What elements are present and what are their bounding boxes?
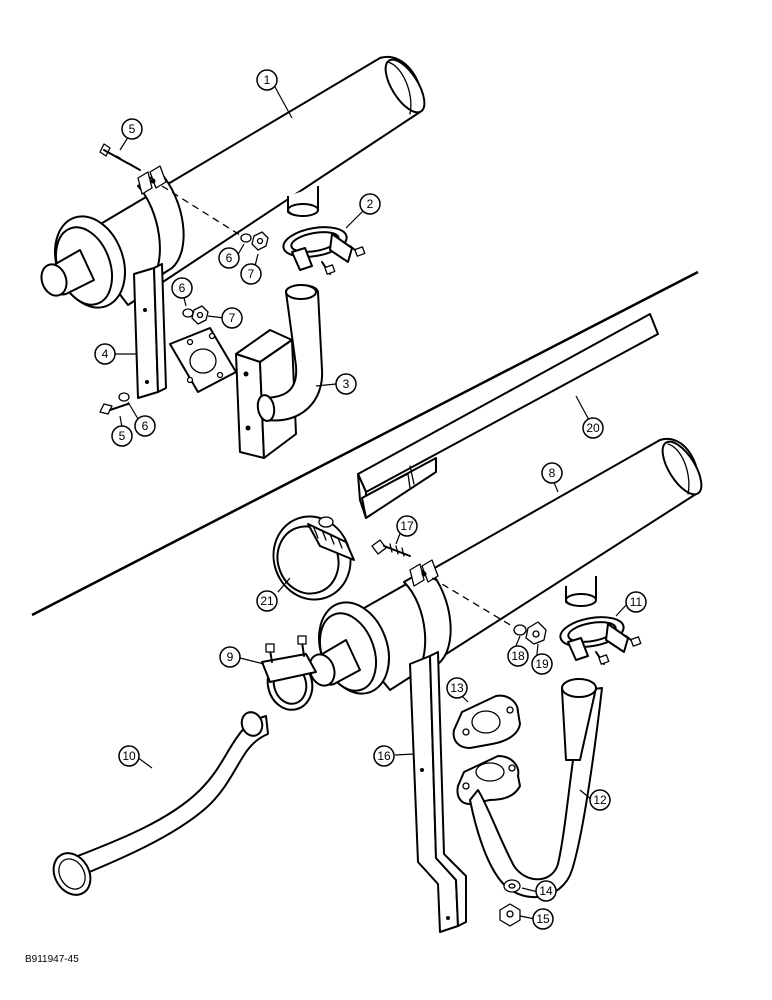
bolt-5-upper bbox=[99, 143, 141, 171]
bolt-5-lower bbox=[99, 403, 129, 415]
nut-7-mid bbox=[191, 305, 209, 325]
svg-text:8: 8 bbox=[549, 466, 556, 480]
callout-13: 13 bbox=[446, 677, 468, 699]
bracket-16 bbox=[409, 651, 467, 933]
callout-5-upper: 5 bbox=[121, 118, 143, 140]
upper-assembly bbox=[40, 55, 426, 459]
callout-6-mid: 6 bbox=[171, 277, 193, 299]
svg-text:5: 5 bbox=[129, 122, 136, 136]
svg-text:7: 7 bbox=[229, 311, 236, 325]
gasket-upper bbox=[169, 327, 237, 393]
callout-20: 20 bbox=[582, 417, 604, 439]
callout-4: 4 bbox=[94, 343, 116, 365]
svg-text:6: 6 bbox=[179, 281, 186, 295]
exhaust-pipe-12 bbox=[456, 678, 603, 899]
svg-text:3: 3 bbox=[343, 377, 350, 391]
section-divider-line bbox=[31, 270, 699, 617]
callout-9: 9 bbox=[219, 646, 241, 668]
callout-14: 14 bbox=[535, 880, 557, 902]
callout-19: 19 bbox=[531, 653, 553, 675]
washer-6-upper bbox=[240, 233, 252, 243]
callout-7-upper: 7 bbox=[240, 263, 262, 285]
bracket-4 bbox=[133, 263, 167, 399]
u-bolt-clamp-11 bbox=[559, 616, 642, 665]
callout-12: 12 bbox=[589, 789, 611, 811]
svg-text:15: 15 bbox=[536, 912, 550, 926]
callout-17: 17 bbox=[396, 515, 418, 537]
callouts: 1 2 3 4 5 5 6 6 6 7 7 8 9 10 11 12 13 14… bbox=[94, 69, 647, 930]
svg-text:19: 19 bbox=[535, 657, 549, 671]
hose-clamp-21 bbox=[272, 515, 355, 601]
washer-14 bbox=[503, 879, 521, 893]
svg-text:11: 11 bbox=[630, 595, 643, 609]
callout-6-lower: 6 bbox=[134, 415, 156, 437]
callout-15: 15 bbox=[532, 908, 554, 930]
svg-text:13: 13 bbox=[450, 681, 464, 695]
washer-6-mid bbox=[182, 308, 194, 318]
svg-text:5: 5 bbox=[119, 429, 126, 443]
svg-text:7: 7 bbox=[248, 267, 255, 281]
callout-11: 11 bbox=[625, 591, 647, 613]
svg-text:4: 4 bbox=[102, 347, 109, 361]
washer-6-lower bbox=[118, 392, 130, 402]
callout-21: 21 bbox=[256, 590, 278, 612]
svg-text:16: 16 bbox=[377, 749, 391, 763]
bolt-17 bbox=[371, 539, 411, 557]
callout-16: 16 bbox=[373, 745, 395, 767]
clamp-9 bbox=[261, 635, 317, 711]
callout-3: 3 bbox=[335, 373, 357, 395]
muffler-upper bbox=[40, 55, 426, 309]
svg-text:17: 17 bbox=[400, 519, 414, 533]
tailpipe-10 bbox=[52, 711, 269, 896]
gasket-13 bbox=[452, 694, 521, 749]
svg-text:1: 1 bbox=[264, 73, 271, 87]
svg-text:10: 10 bbox=[122, 749, 136, 763]
exhaust-elbow-3 bbox=[235, 284, 324, 459]
heat-shield-20 bbox=[357, 313, 659, 519]
svg-text:12: 12 bbox=[593, 793, 607, 807]
muffler-lower bbox=[308, 437, 703, 695]
callout-18: 18 bbox=[507, 645, 529, 667]
svg-text:6: 6 bbox=[142, 419, 149, 433]
washer-18 bbox=[513, 624, 527, 636]
callout-10: 10 bbox=[118, 745, 140, 767]
callout-7-mid: 7 bbox=[221, 307, 243, 329]
figure-code: B911947-45 bbox=[25, 954, 79, 965]
callout-5-lower: 5 bbox=[111, 425, 133, 447]
svg-text:14: 14 bbox=[539, 884, 553, 898]
nut-15 bbox=[499, 903, 521, 927]
nut-7-upper bbox=[251, 231, 269, 251]
callout-2: 2 bbox=[359, 193, 381, 215]
lower-assembly bbox=[52, 313, 703, 933]
svg-text:21: 21 bbox=[260, 594, 274, 608]
u-bolt-clamp-2 bbox=[282, 226, 366, 275]
callout-6-upper: 6 bbox=[218, 247, 240, 269]
svg-text:6: 6 bbox=[226, 251, 233, 265]
callout-8: 8 bbox=[541, 462, 563, 484]
svg-text:9: 9 bbox=[227, 650, 234, 664]
svg-text:20: 20 bbox=[586, 421, 600, 435]
callout-1: 1 bbox=[256, 69, 278, 91]
nut-19 bbox=[525, 621, 547, 645]
svg-text:18: 18 bbox=[511, 649, 525, 663]
svg-text:2: 2 bbox=[367, 197, 374, 211]
